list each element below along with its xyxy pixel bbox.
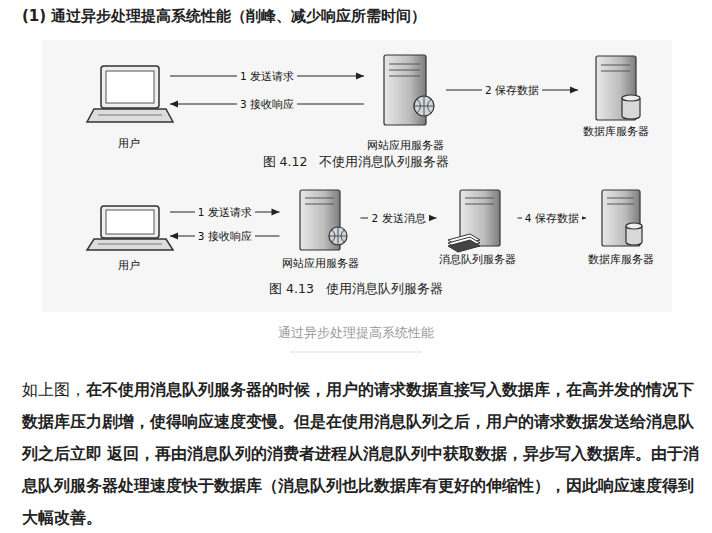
- paragraph-lead: 如上图，: [22, 381, 86, 399]
- arrowhead: [429, 215, 437, 222]
- laptop-icon: [87, 66, 173, 122]
- server-node: 用户: [88, 60, 170, 150]
- edge-label: 1 发送请求: [237, 70, 297, 83]
- arrowhead: [570, 87, 578, 94]
- edge-label: 2 保存数据: [482, 84, 542, 97]
- server-node: 数据库服务器: [586, 186, 656, 266]
- paragraph-body: 在不使用消息队列服务器的时候，用户的请求数据直接写入数据库，在高并发的情况下数据…: [22, 381, 699, 527]
- node-label: 数据库服务器: [588, 253, 654, 266]
- server-icon: [300, 190, 347, 250]
- edge-label: 2 发送消息: [368, 212, 428, 225]
- queue-server-icon: [448, 190, 500, 252]
- edge-label: 4 保存数据: [522, 212, 582, 225]
- page-heading: (1) 通过异步处理提高系统性能（削峰、减少响应所需时间）: [22, 6, 426, 26]
- figure-number: 图 4.12 不使用消息队列服务器: [0, 154, 712, 170]
- server-node: 数据库服务器: [578, 50, 654, 138]
- server-node: 网站应用服务器: [364, 50, 446, 152]
- arrowhead: [272, 209, 280, 216]
- node-label: 网站应用服务器: [367, 139, 444, 152]
- edge-label: 3 接收响应: [237, 98, 297, 111]
- edge-label: 3 接收响应: [195, 230, 255, 243]
- edge-label: 1 发送请求: [195, 206, 255, 219]
- server-node: 用户: [88, 200, 170, 272]
- caption-rule: [290, 352, 422, 353]
- server-icon: [384, 55, 434, 125]
- server-node: 消息队列服务器: [437, 186, 518, 266]
- node-label: 网站应用服务器: [282, 257, 359, 270]
- node-label: 消息队列服务器: [439, 253, 516, 266]
- arrowhead: [356, 73, 364, 80]
- figure-number: 图 4.13 使用消息队列服务器: [0, 281, 712, 297]
- arrowhead: [170, 233, 178, 240]
- server-node: 网站应用服务器: [280, 186, 361, 270]
- database-icon: [602, 190, 642, 246]
- database-icon: [596, 56, 640, 120]
- figure-caption: 通过异步处理提高系统性能: [0, 324, 712, 342]
- body-paragraph: 如上图，在不使用消息队列服务器的时候，用户的请求数据直接写入数据库，在高并发的情…: [22, 374, 702, 533]
- node-label: 用户: [118, 137, 140, 150]
- figure-ground: [42, 40, 672, 312]
- arrowhead: [170, 101, 178, 108]
- node-label: 数据库服务器: [583, 125, 649, 138]
- node-label: 用户: [118, 259, 140, 272]
- laptop-icon: [87, 206, 173, 250]
